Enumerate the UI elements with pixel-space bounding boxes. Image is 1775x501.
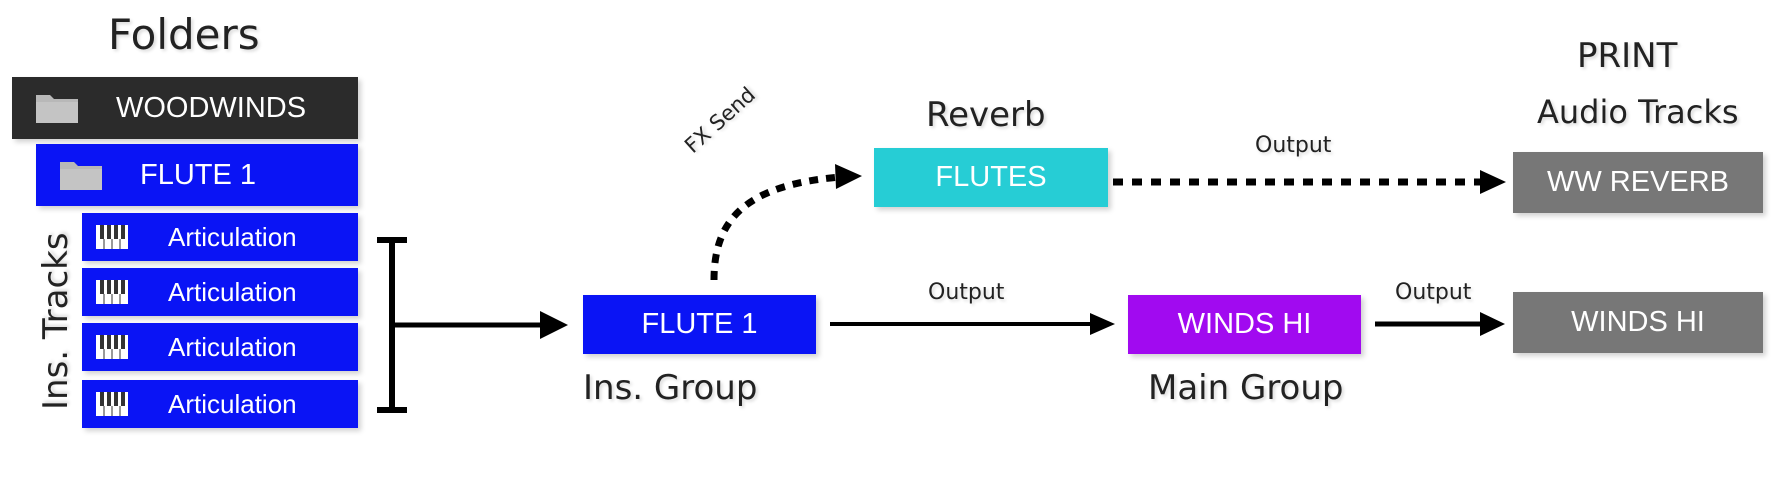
arrow-tracks-to-ins-group — [392, 311, 568, 339]
folder-flute-1[interactable]: FLUTE 1 — [36, 144, 358, 206]
ins-group-label: FLUTE 1 — [641, 308, 758, 340]
ins-tracks-heading: Ins. Tracks — [36, 232, 76, 410]
track-articulation-3[interactable]: Articulation — [82, 323, 358, 371]
output-label-ins: Output — [928, 280, 1005, 305]
folder-woodwinds[interactable]: WOODWINDS — [12, 77, 358, 139]
track-articulation-4[interactable]: Articulation — [82, 380, 358, 428]
reverb-heading: Reverb — [926, 95, 1046, 135]
folder-woodwinds-label: WOODWINDS — [116, 91, 307, 124]
print-winds-hi-label: WINDS HI — [1571, 306, 1705, 338]
track-articulation-1[interactable]: Articulation — [82, 213, 358, 261]
piano-icon — [96, 225, 128, 249]
print-ww-reverb-label: WW REVERB — [1546, 166, 1730, 198]
print-heading: PRINT — [1577, 36, 1678, 76]
arrow-ins-to-main — [830, 313, 1115, 335]
output-label-reverb: Output — [1255, 133, 1332, 158]
print-winds-hi[interactable]: WINDS HI — [1513, 292, 1763, 353]
ins-group-heading: Ins. Group — [583, 368, 758, 408]
print-ww-reverb[interactable]: WW REVERB — [1513, 152, 1763, 213]
piano-icon — [96, 392, 128, 416]
arrow-reverb-to-print — [1113, 170, 1506, 194]
piano-icon — [96, 335, 128, 359]
track-label: Articulation — [168, 388, 297, 419]
track-label: Articulation — [168, 221, 297, 252]
reverb-label: FLUTES — [935, 161, 1047, 193]
piano-icon — [96, 280, 128, 304]
folder-icon — [34, 91, 80, 125]
arrow-fx-send — [710, 164, 862, 281]
main-group-heading: Main Group — [1148, 368, 1344, 408]
track-label: Articulation — [168, 331, 297, 362]
reverb-flutes[interactable]: FLUTES — [874, 148, 1108, 207]
folders-heading: Folders — [108, 10, 260, 59]
main-group-label: WINDS HI — [1177, 308, 1312, 340]
ins-group-flute-1[interactable]: FLUTE 1 — [583, 295, 816, 354]
track-articulation-2[interactable]: Articulation — [82, 268, 358, 316]
folder-icon — [58, 158, 104, 192]
folder-flute-1-label: FLUTE 1 — [140, 158, 257, 191]
track-label: Articulation — [168, 276, 297, 307]
arrow-main-to-print — [1375, 312, 1505, 336]
output-label-main: Output — [1395, 280, 1472, 305]
main-group-winds-hi[interactable]: WINDS HI — [1128, 295, 1361, 354]
audio-tracks-heading: Audio Tracks — [1537, 93, 1739, 131]
